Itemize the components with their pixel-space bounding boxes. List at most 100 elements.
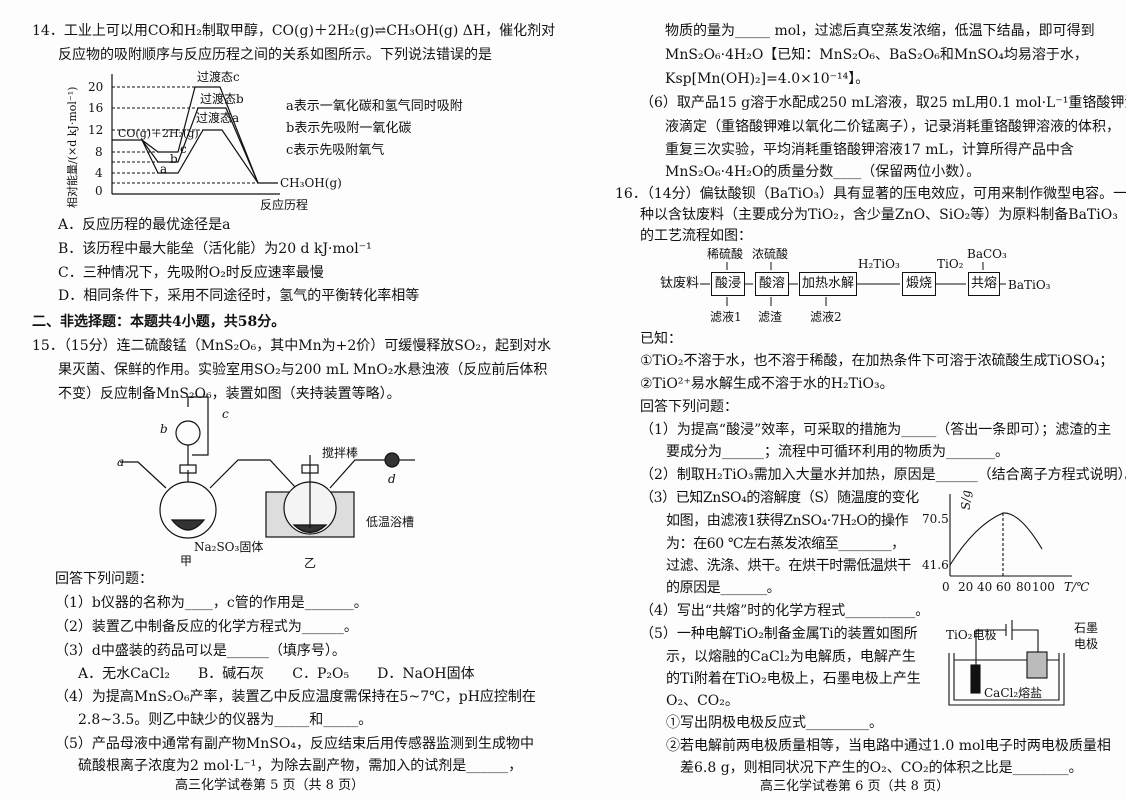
step-hydrolysis: 加热水解 [799,272,857,296]
label-b: b [160,422,168,436]
output-residue: 滤渣 [758,310,783,324]
ytick: 12 [88,123,104,137]
output-filtrate1: 滤液1 [710,310,742,324]
ts-c-label: 过渡态c [197,70,240,84]
q16-part2: （2）制取H₂TiO₃需加入大量水并加热，原因是______（结合离子方程式说明… [640,467,1126,483]
flow-product: BaTiO₃ [1008,278,1051,292]
path-a [141,129,259,184]
q16-part5-sub1: ①写出阴极电极反应式_________。 [666,715,883,731]
q15-part3-options: A．无水CaCl₂ B．碱石灰 C．P₂O₅ D．NaOH固体 [78,666,475,682]
q15-cont-3: Ksp[Mn(OH)₂]=4.0×10⁻¹⁴】。 [665,71,870,87]
q16-line1: 16．（14分）偏钛酸钡（BaTiO₃）具有显著的压电效应，可用来制作微型电容。… [615,186,1126,202]
option-c: C．三种情况下，先吸附O₂时反应速率最慢 [58,265,324,281]
q16-part5-4: O₂、CO₂。 [666,693,739,709]
t-tick: 60 [996,580,1012,594]
label-stir-rod: 搅拌棒 [322,446,359,460]
t-tick: 20 [958,580,974,594]
known-heading: 已知： [640,331,682,347]
cold-bath [265,491,355,538]
solubility-curve [949,512,1043,566]
input-baco3: BaCO₃ [967,247,1007,261]
q16-part5-3: 的Ti附着在TiO₂电极上，石墨电极上产生 [666,671,921,687]
inlet-a [120,461,167,489]
flow-start: 钛废料 [660,276,700,291]
q16-line3: 的工艺流程如图： [640,228,752,244]
graphite-electrode [1026,651,1048,679]
t-axis-label: T/℃ [1064,580,1090,594]
ts-a-label: 过渡态a [196,111,240,125]
t-tick: 0 [942,580,950,594]
q15-part6-4: MnS₂O₆·4H₂O的质量分数____（保留两位小数）。 [665,164,981,180]
q16-part3-3: 为：在60 ℃左右蒸发浓缩至________， [666,536,905,552]
q16-part3-2: 如图，由滤液1获得ZnSO₄·7H₂O的操作 [666,513,909,529]
mid-tio2: TiO₂ [937,257,964,271]
energy-diagram-svg [111,74,280,195]
q15-part4: （4）为提高MnS₂O₆产率，装置乙中反应温度需保持在5~7℃，pH应控制在 [55,689,536,705]
step-acid-dissolve: 酸溶 [755,272,789,296]
label-na2so3: Na₂SO₃固体 [194,540,264,554]
label-d: d [388,472,396,486]
legend-c: c表示先吸附氧气 [286,143,385,158]
input-dilute-h2so4: 稀硫酸 [707,247,744,261]
q15-part5-cont: 硫酸根离子浓度为2 mol·L⁻¹，为除去副产物，需加入的试剂是______， [78,758,523,774]
q16-part1: （1）为提高“酸浸”效率，可采取的措施为_____（答出一条即可）；滤渣的主 [640,422,1112,438]
known-2: ②TiO²⁺易水解生成不溶于水的H₂TiO₃。 [640,376,894,392]
y-axis-label: 相对能量/(×d kJ·mol⁻¹) [66,86,79,208]
melt-label: CaCl₂熔盐 [984,686,1043,700]
graphite-label-2: 电极 [1074,637,1099,651]
label-yi: 乙 [304,556,317,570]
path-c-label: c [180,142,187,156]
ytick: 20 [88,80,104,94]
ytick: 16 [88,101,104,115]
mid-h2tio3: H₂TiO₃ [858,257,900,271]
answer-heading: 回答下列问题： [55,571,153,587]
funnel-b [175,420,201,446]
ytick: 0 [95,184,103,198]
s-tick: 70.5 [922,512,949,526]
drying-tube-d [384,452,400,468]
tube-c [187,396,209,456]
answer-heading-16: 回答下列问题： [640,399,738,415]
ts-b-label: 过渡态b [200,92,244,106]
page-footer-left: 高三化学试卷第 5 页（共 8 页） [175,778,365,793]
s-axis-label: S/g [958,490,973,510]
label-c: c [222,407,229,421]
section-heading: 二、非选择题：本题共4小题，共58分。 [32,314,286,330]
option-b: B．该历程中最大能垒（活化能）为20 d kJ·mol⁻¹ [58,241,372,257]
option-d: D．相同条件下，采用不同途径时，氢气的平衡转化率相等 [58,288,420,304]
q14-line1: 14．工业上可以用CO和H₂制取甲醇，CO(g)＋2H₂(g)⇌CH₃OH(g)… [32,23,556,39]
product-label: CH₃OH(g) [280,176,342,190]
q15-part5: （5）产品母液中通常有副产物MnSO₄，反应结束后用传感器监测到生成物中 [55,736,534,752]
legend-b: b表示先吸附一氧化碳 [286,121,412,136]
q16-part3-5: 的原因是_______。 [666,580,781,596]
label-cold-bath: 低温浴槽 [366,515,415,529]
q15-part2: （2）装置乙中制备反应的化学方程式为______。 [55,619,358,635]
output-filtrate2: 滤液2 [810,310,842,324]
x-axis-label: 反应历程 [260,198,309,212]
q15-line3: 不变）反应制备MnS₂O₆，装置如图（夹持装置等略）。 [58,386,401,402]
step-acid-leach: 酸浸 [711,272,745,296]
q16-part3-4: 过滤、洗涤、烘干。在烘干时需低温烘干 [666,558,911,574]
q16-part3: （3）已知ZnSO₄的溶解度（S）随温度的变化 [640,490,919,506]
q15-cont-1: 物质的量为_____ mol，过滤后真空蒸发浓缩，低温下结晶，即可得到 [665,23,1095,39]
reactant-label: CO(g)＋2H₂(g) [118,127,199,140]
q15-line2: 果灭菌、保鲜的作用。实验室用SO₂与200 mL MnO₂水悬浊液（反应前后体积 [58,362,548,378]
q16-part5-2: 示，以熔融的CaCl₂为电解质，电解产生 [666,649,916,665]
q15-part6: （6）取产品15 g溶于水配成250 mL溶液，取25 mL用0.1 mol·L… [640,95,1126,111]
t-tick: 80 [1016,580,1032,594]
circuit-wire [975,629,1039,665]
label-jia: 甲 [180,554,193,568]
q16-part5-sub2: ②若电解前两电极质量相等，当电路中通过1.0 mol电子时两电极质量相 [666,738,1111,754]
page-footer-right: 高三化学试卷第 6 页（共 8 页） [760,779,950,794]
q16-line2: 种以含钛废料（主要成分为TiO₂，含少量ZnO、SiO₂等）为原料制备BaTiO… [640,207,1118,223]
q16-part5-sub2-cont: 差6.8 g，则相同状况下产生的O₂、CO₂的体积之比是________。 [680,760,1083,776]
q16-part1-cont: 要成分为______；流程中可循环利用的物质为_______。 [666,444,1009,460]
q16-part5: （5）一种电解TiO₂制备金属Ti的装置如图所 [640,626,918,642]
energy-diagram: 20 16 12 8 4 0 相对能量/(×d kJ·mol⁻¹) 反应历程 C… [0,0,560,215]
q14-line2: 反应物的吸附顺序与反应历程之间的关系如图所示。下列说法错误的是 [58,47,492,63]
ytick: 4 [95,166,103,180]
q15-cont-2: MnS₂O₆·4H₂O【已知：MnS₂O₆、BaS₂O₆和MnSO₄均易溶于水， [665,47,1088,63]
path-b [141,107,259,184]
na2so3-solid [170,519,206,531]
